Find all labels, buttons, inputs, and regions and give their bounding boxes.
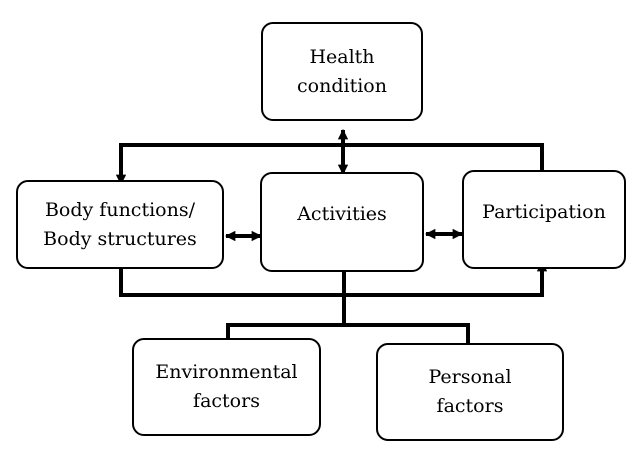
node-activities: Activities [260, 172, 424, 272]
node-body-functions-structures: Body functions/ Body structures [16, 180, 224, 269]
health-condition-line1: Health [309, 45, 375, 68]
health-condition-line2: condition [297, 74, 387, 97]
node-environmental-factors: Environmental factors [132, 338, 321, 436]
node-participation: Participation [462, 170, 626, 269]
participation-label: Participation [482, 201, 606, 223]
environmental-line1: Environmental [155, 361, 298, 383]
body-line1: Body functions/ [44, 198, 195, 221]
body-line2: Body structures [43, 227, 197, 250]
node-health-condition: Health condition [261, 22, 423, 121]
activities-label: Activities [297, 202, 387, 225]
node-personal-factors: Personal factors [376, 343, 564, 441]
environmental-line2: factors [193, 390, 260, 412]
personal-line2: factors [436, 395, 504, 417]
personal-line1: Personal [428, 366, 512, 388]
